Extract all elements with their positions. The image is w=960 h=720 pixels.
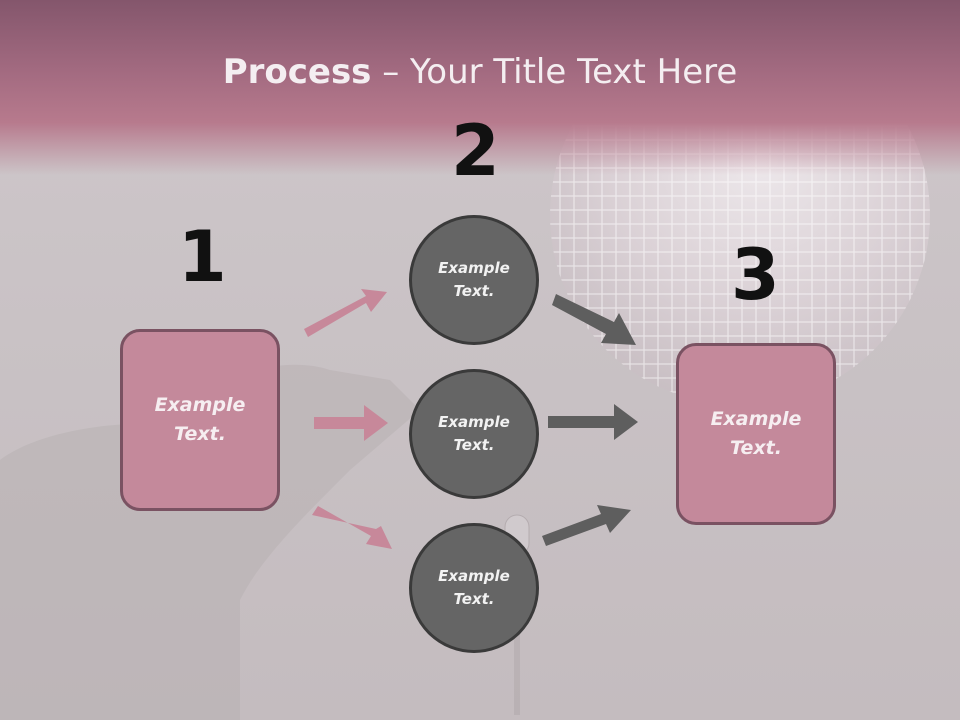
step-1-box[interactable]: Example Text.: [120, 329, 280, 511]
step-2-circle-3[interactable]: Example Text.: [409, 523, 539, 653]
header-band: [0, 0, 960, 175]
step-3-box[interactable]: Example Text.: [676, 343, 836, 525]
gray-arrow-up-right: [542, 505, 631, 546]
step-1-number: 1: [178, 216, 227, 298]
pink-arrow-up: [304, 289, 387, 337]
circle-3-text: Example Text.: [438, 567, 510, 608]
gray-arrow-right: [548, 404, 638, 440]
step-3-number: 3: [731, 234, 780, 316]
slide-title: Process – Your Title Text Here: [0, 52, 960, 92]
step-3-text: Example Text.: [710, 408, 802, 459]
title-bold: Process: [222, 52, 372, 92]
step-2-number: 2: [451, 110, 500, 192]
pink-arrow-down: [312, 506, 392, 549]
step-1-text: Example Text.: [154, 394, 246, 445]
step-2-circle-2[interactable]: Example Text.: [409, 369, 539, 499]
dancer-silhouette: [0, 364, 420, 720]
step-2-circle-1[interactable]: Example Text.: [409, 215, 539, 345]
pink-arrow-right: [314, 405, 388, 441]
title-rest: – Your Title Text Here: [371, 52, 738, 92]
circle-2-text: Example Text.: [438, 413, 510, 454]
gray-arrow-down-right: [552, 294, 636, 345]
circle-1-text: Example Text.: [438, 259, 510, 300]
